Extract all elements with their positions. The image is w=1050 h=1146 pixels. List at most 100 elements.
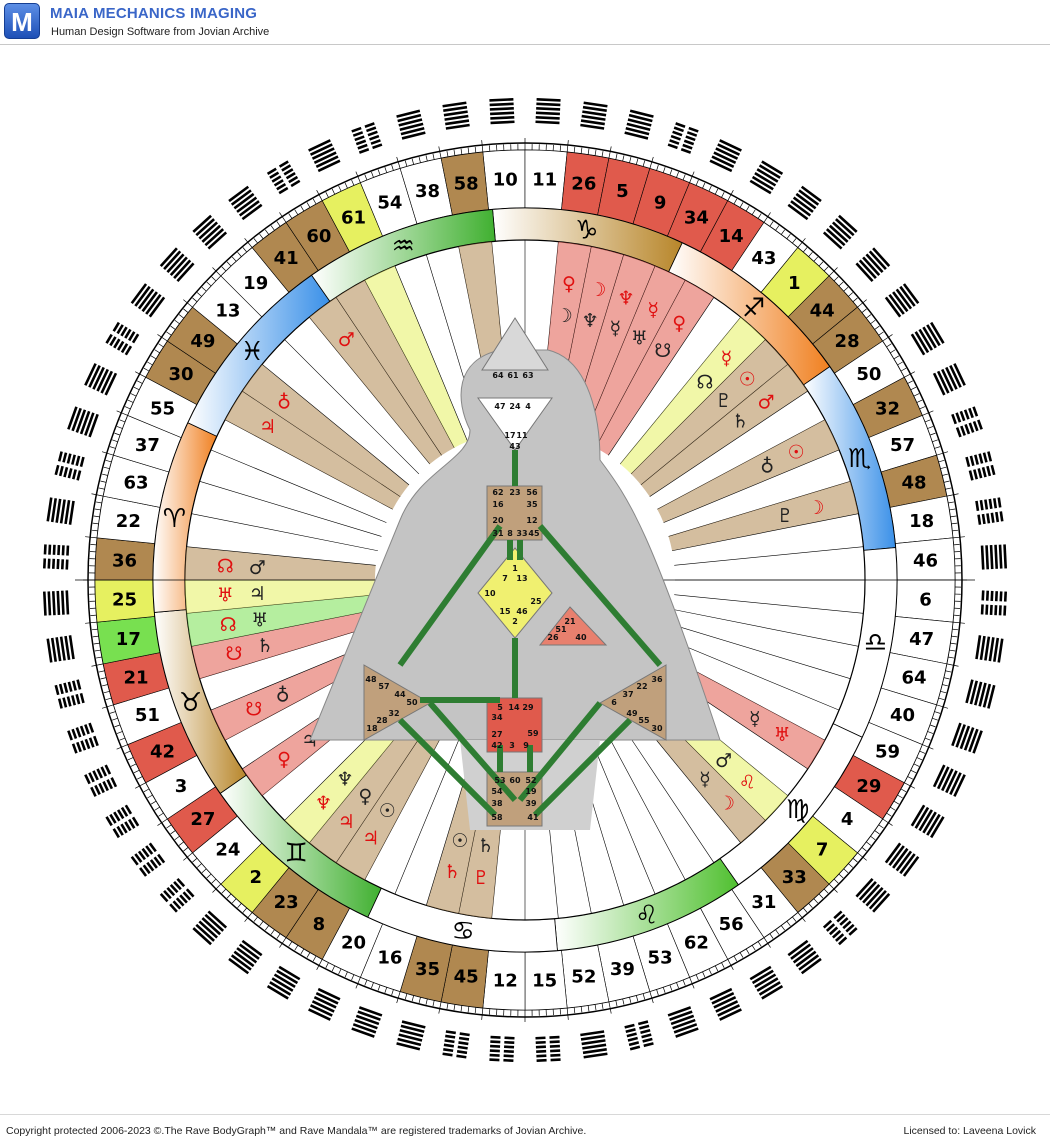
gate-number: 46 — [913, 550, 938, 571]
hexagram-icon — [933, 363, 966, 395]
hexagram-icon — [710, 139, 742, 172]
gate-number: 52 — [571, 967, 596, 988]
gate-number: 3 — [175, 776, 188, 797]
center-gate-label: 28 — [376, 716, 388, 725]
personality-planet-icon: ♇ — [776, 505, 793, 527]
center-gate-label: 58 — [491, 813, 503, 822]
title-bar: M MAIA MECHANICS IMAGING Human Design So… — [0, 0, 1050, 45]
hexagram-icon — [351, 122, 382, 154]
hexagram-icon — [710, 988, 742, 1021]
hexagram-icon — [624, 110, 653, 140]
center-gate-label: 1 — [512, 564, 518, 573]
center-gate-label: 32 — [388, 709, 399, 718]
personality-planet-icon: ♂ — [249, 557, 266, 579]
hexagram-icon — [105, 322, 139, 355]
center-gate-label: 57 — [378, 682, 389, 691]
app-subtitle: Human Design Software from Jovian Archiv… — [51, 26, 269, 38]
center-gate-label: 42 — [491, 741, 502, 750]
personality-planet-icon: ♁ — [276, 685, 290, 707]
hexagram-icon — [84, 363, 117, 395]
gate-number: 19 — [243, 273, 268, 294]
gate-number: 53 — [648, 948, 673, 969]
gate-number: 38 — [415, 181, 440, 202]
gate-number: 23 — [274, 892, 299, 913]
gate-number: 28 — [835, 331, 860, 352]
gate-number: 31 — [751, 892, 776, 913]
hexagram-icon — [160, 878, 195, 913]
gate-number: 41 — [274, 248, 299, 269]
center-gate-label: 24 — [509, 402, 521, 411]
zodiac-leo-icon: ♌ — [635, 901, 658, 931]
personality-planet-icon: ♆ — [582, 310, 599, 332]
design-planet-icon: ♃ — [338, 811, 355, 833]
app-logo: M — [4, 3, 40, 39]
center-gate-label: 25 — [530, 597, 542, 606]
design-planet-icon: ☉ — [739, 369, 756, 391]
gate-number: 8 — [313, 914, 326, 935]
center-gate-label: 62 — [492, 488, 503, 497]
gate-number: 20 — [341, 932, 366, 953]
center-gate-label: 11 — [516, 431, 528, 440]
hexagram-icon — [46, 497, 74, 524]
zodiac-libra-icon: ♎ — [864, 628, 887, 658]
gate-number: 25 — [112, 590, 137, 611]
center-gate-label: 59 — [527, 729, 539, 738]
hexagram-icon — [580, 1030, 607, 1058]
design-planet-icon: ♂ — [338, 329, 355, 351]
hexagram-icon — [668, 122, 699, 154]
hexagram-icon — [442, 1030, 469, 1058]
center-gate-label: 61 — [507, 371, 519, 380]
hexagram-icon — [750, 966, 783, 1000]
hexagram-icon — [308, 988, 340, 1021]
gate-number: 21 — [123, 667, 148, 688]
hexagram-icon — [981, 544, 1007, 569]
zodiac-aquarius-icon: ♒ — [392, 231, 415, 261]
design-planet-icon: ☽ — [589, 279, 606, 301]
center-gate-label: 5 — [497, 703, 503, 712]
center-gate-label: 17 — [504, 431, 515, 440]
gate-number: 40 — [890, 705, 915, 726]
hexagram-icon — [46, 635, 74, 662]
personality-planet-icon: ♇ — [715, 390, 732, 412]
center-gate-label: 23 — [509, 488, 520, 497]
hexagram-icon — [442, 101, 469, 129]
hexagram-icon — [535, 1036, 560, 1062]
hexagram-icon — [823, 215, 858, 250]
hexagram-icon — [67, 406, 99, 437]
gate-number: 64 — [901, 667, 926, 688]
hexagram-icon — [489, 1036, 514, 1062]
center-gate-label: 46 — [516, 607, 528, 616]
design-planet-icon: ☿ — [721, 348, 733, 370]
gate-number: 9 — [654, 192, 667, 213]
gate-number: 15 — [532, 971, 557, 992]
center-gate-label: 18 — [366, 724, 378, 733]
center-gate-label: 6 — [611, 698, 617, 707]
design-planet-icon: ☋ — [226, 643, 243, 665]
design-planet-icon: ☊ — [217, 555, 234, 577]
center-gate-label: 22 — [636, 682, 647, 691]
design-planet-icon: ♆ — [618, 288, 635, 310]
gate-number: 32 — [875, 399, 900, 420]
gate-number: 12 — [493, 971, 518, 992]
hexagram-icon — [668, 1006, 699, 1038]
hexagram-icon — [855, 878, 890, 913]
gate-number: 18 — [909, 511, 934, 532]
gate-number: 59 — [875, 741, 900, 762]
center-gate-label: 39 — [525, 799, 537, 808]
gate-number: 33 — [782, 867, 807, 888]
zodiac-taurus-icon: ♉ — [179, 688, 202, 718]
center-gate-label: 27 — [491, 730, 502, 739]
hexagram-icon — [55, 679, 85, 708]
center-gate-label: 54 — [491, 787, 503, 796]
hexagram-icon — [131, 283, 165, 317]
design-planet-icon: ♄ — [444, 861, 461, 883]
hexagram-icon — [823, 910, 858, 945]
center-gate-label: 16 — [492, 500, 504, 509]
design-planet-icon: ♀ — [672, 313, 686, 335]
copyright-notice: Copyright protected 2006-2023 ©.The Rave… — [6, 1125, 586, 1137]
design-planet-icon: ♁ — [277, 391, 291, 413]
center-gate-label: 52 — [525, 776, 536, 785]
license-label: Licensed to: Laveena Lovick — [903, 1125, 1036, 1137]
personality-planet-icon: ♆ — [336, 769, 353, 791]
